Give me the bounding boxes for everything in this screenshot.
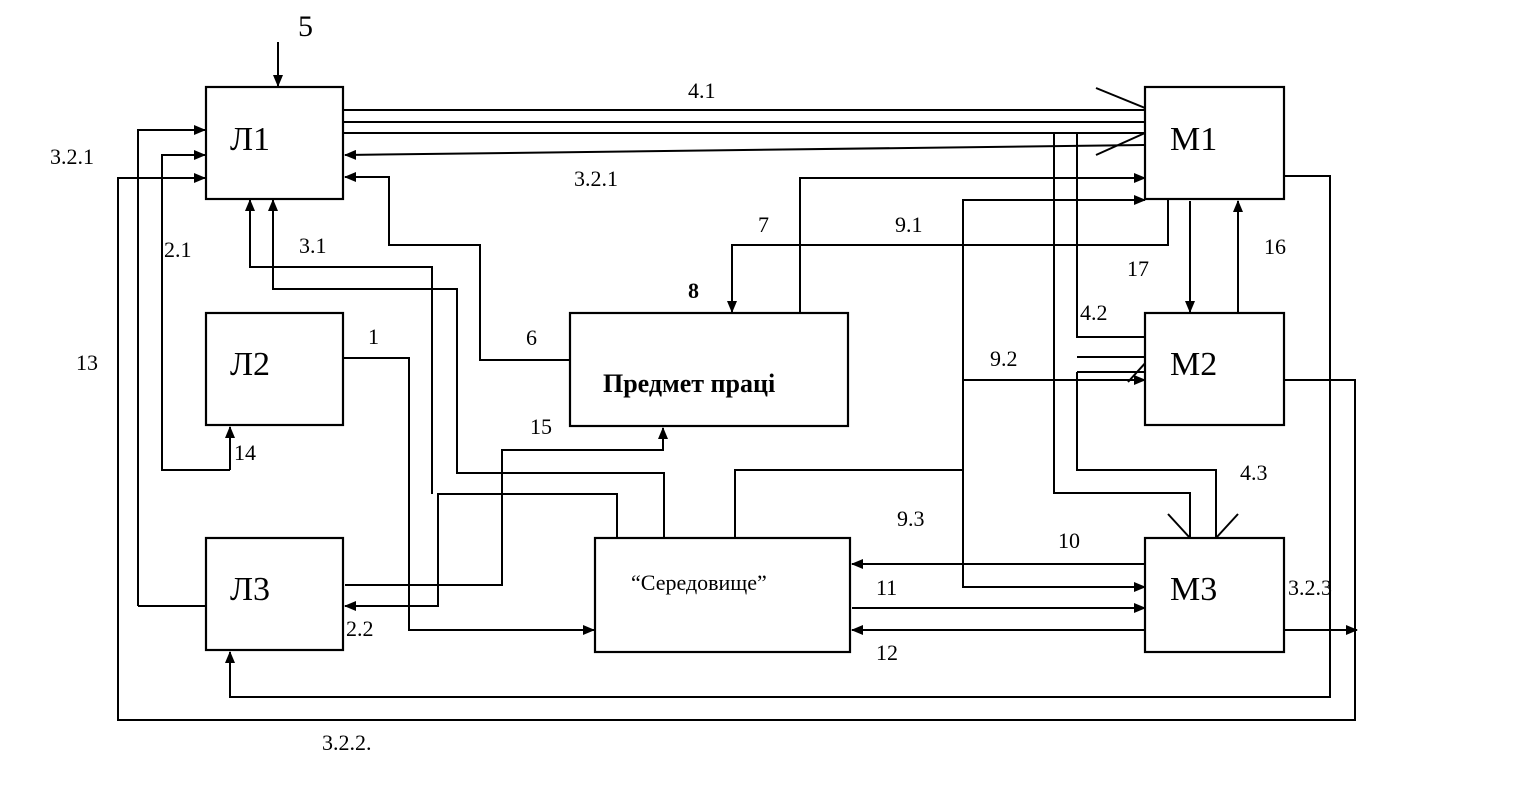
arrow-13: [117, 173, 1356, 721]
label-4-2: 4.2: [1080, 300, 1108, 325]
arrow-1: [343, 357, 595, 635]
label-6: 6: [526, 325, 537, 350]
block-m2: М2: [1143, 311, 1286, 427]
connection-labels: 5 4.1 3.2.1 3.2.1 2.1 3.1 7 9.1 17 16 8 …: [50, 10, 1332, 755]
arrow-3-1-b: [268, 199, 665, 538]
m3-input-tick-left: [1167, 513, 1191, 539]
label-9-1: 9.1: [895, 212, 923, 237]
label-9-3: 9.3: [897, 506, 925, 531]
label-2-2: 2.2: [346, 616, 374, 641]
block-l1: Л1: [204, 85, 345, 201]
label-16: 16: [1264, 234, 1286, 259]
block-subject: Предмет праці: [568, 311, 850, 428]
label-5: 5: [298, 10, 313, 43]
label-3-1: 3.1: [299, 233, 327, 258]
block-m3: М3: [1143, 536, 1286, 654]
arrow-15: [345, 427, 668, 586]
block-m3-label: М3: [1170, 571, 1217, 608]
block-subject-label: Предмет праці: [603, 369, 775, 398]
label-17: 17: [1127, 256, 1149, 281]
arrow-2-1: [161, 150, 230, 471]
block-environment: “Середовище”: [593, 536, 852, 654]
arrow-6: [344, 172, 570, 361]
label-13: 13: [76, 350, 98, 375]
block-l3: Л3: [204, 536, 345, 652]
subject-to-m1: [799, 173, 1146, 312]
arrow-7-17: [727, 199, 1169, 313]
label-3-2-3: 3.2.3: [1288, 575, 1332, 600]
label-1: 1: [368, 324, 379, 349]
arrow-9-3: [734, 469, 1146, 592]
block-l1-label: Л1: [230, 121, 270, 158]
block-l2: Л2: [204, 311, 345, 427]
m1-input-tick-top: [1095, 87, 1146, 109]
label-3-2-1-mid: 3.2.1: [574, 166, 618, 191]
m1-input-tick-bottom: [1095, 132, 1146, 156]
label-8: 8: [688, 278, 699, 303]
label-4-1: 4.1: [688, 78, 716, 103]
connections: [117, 42, 1358, 721]
arrow-4-3-a: [1053, 133, 1191, 538]
arrow-3-2-1-left: [137, 125, 206, 606]
arrow-3-1-c: [245, 199, 433, 494]
m3-input-tick-right: [1215, 513, 1239, 539]
label-2-1: 2.1: [164, 237, 192, 262]
arrow-3-2-2: [225, 175, 1331, 698]
label-15: 15: [530, 414, 552, 439]
label-12: 12: [876, 640, 898, 665]
arrow-4-2-a: [1076, 133, 1145, 338]
block-m1-label: М1: [1170, 121, 1217, 158]
block-m1: М1: [1143, 85, 1286, 201]
block-l3-label: Л3: [230, 571, 270, 608]
arrow-3-1-a: [344, 493, 618, 611]
block-l2-label: Л2: [230, 346, 270, 383]
label-7: 7: [758, 212, 769, 237]
label-9-2: 9.2: [990, 346, 1018, 371]
block-environment-label: “Середовище”: [631, 570, 767, 595]
label-4-3: 4.3: [1240, 460, 1268, 485]
label-14: 14: [234, 440, 256, 465]
arrow-4-3-b: [1076, 372, 1217, 538]
label-3-2-1-left: 3.2.1: [50, 144, 94, 169]
block-m2-label: М2: [1170, 346, 1217, 383]
label-3-2-2: 3.2.2.: [322, 730, 372, 755]
label-11: 11: [876, 575, 897, 600]
arrow-3-2-1-mid: [344, 144, 1146, 160]
label-10: 10: [1058, 528, 1080, 553]
